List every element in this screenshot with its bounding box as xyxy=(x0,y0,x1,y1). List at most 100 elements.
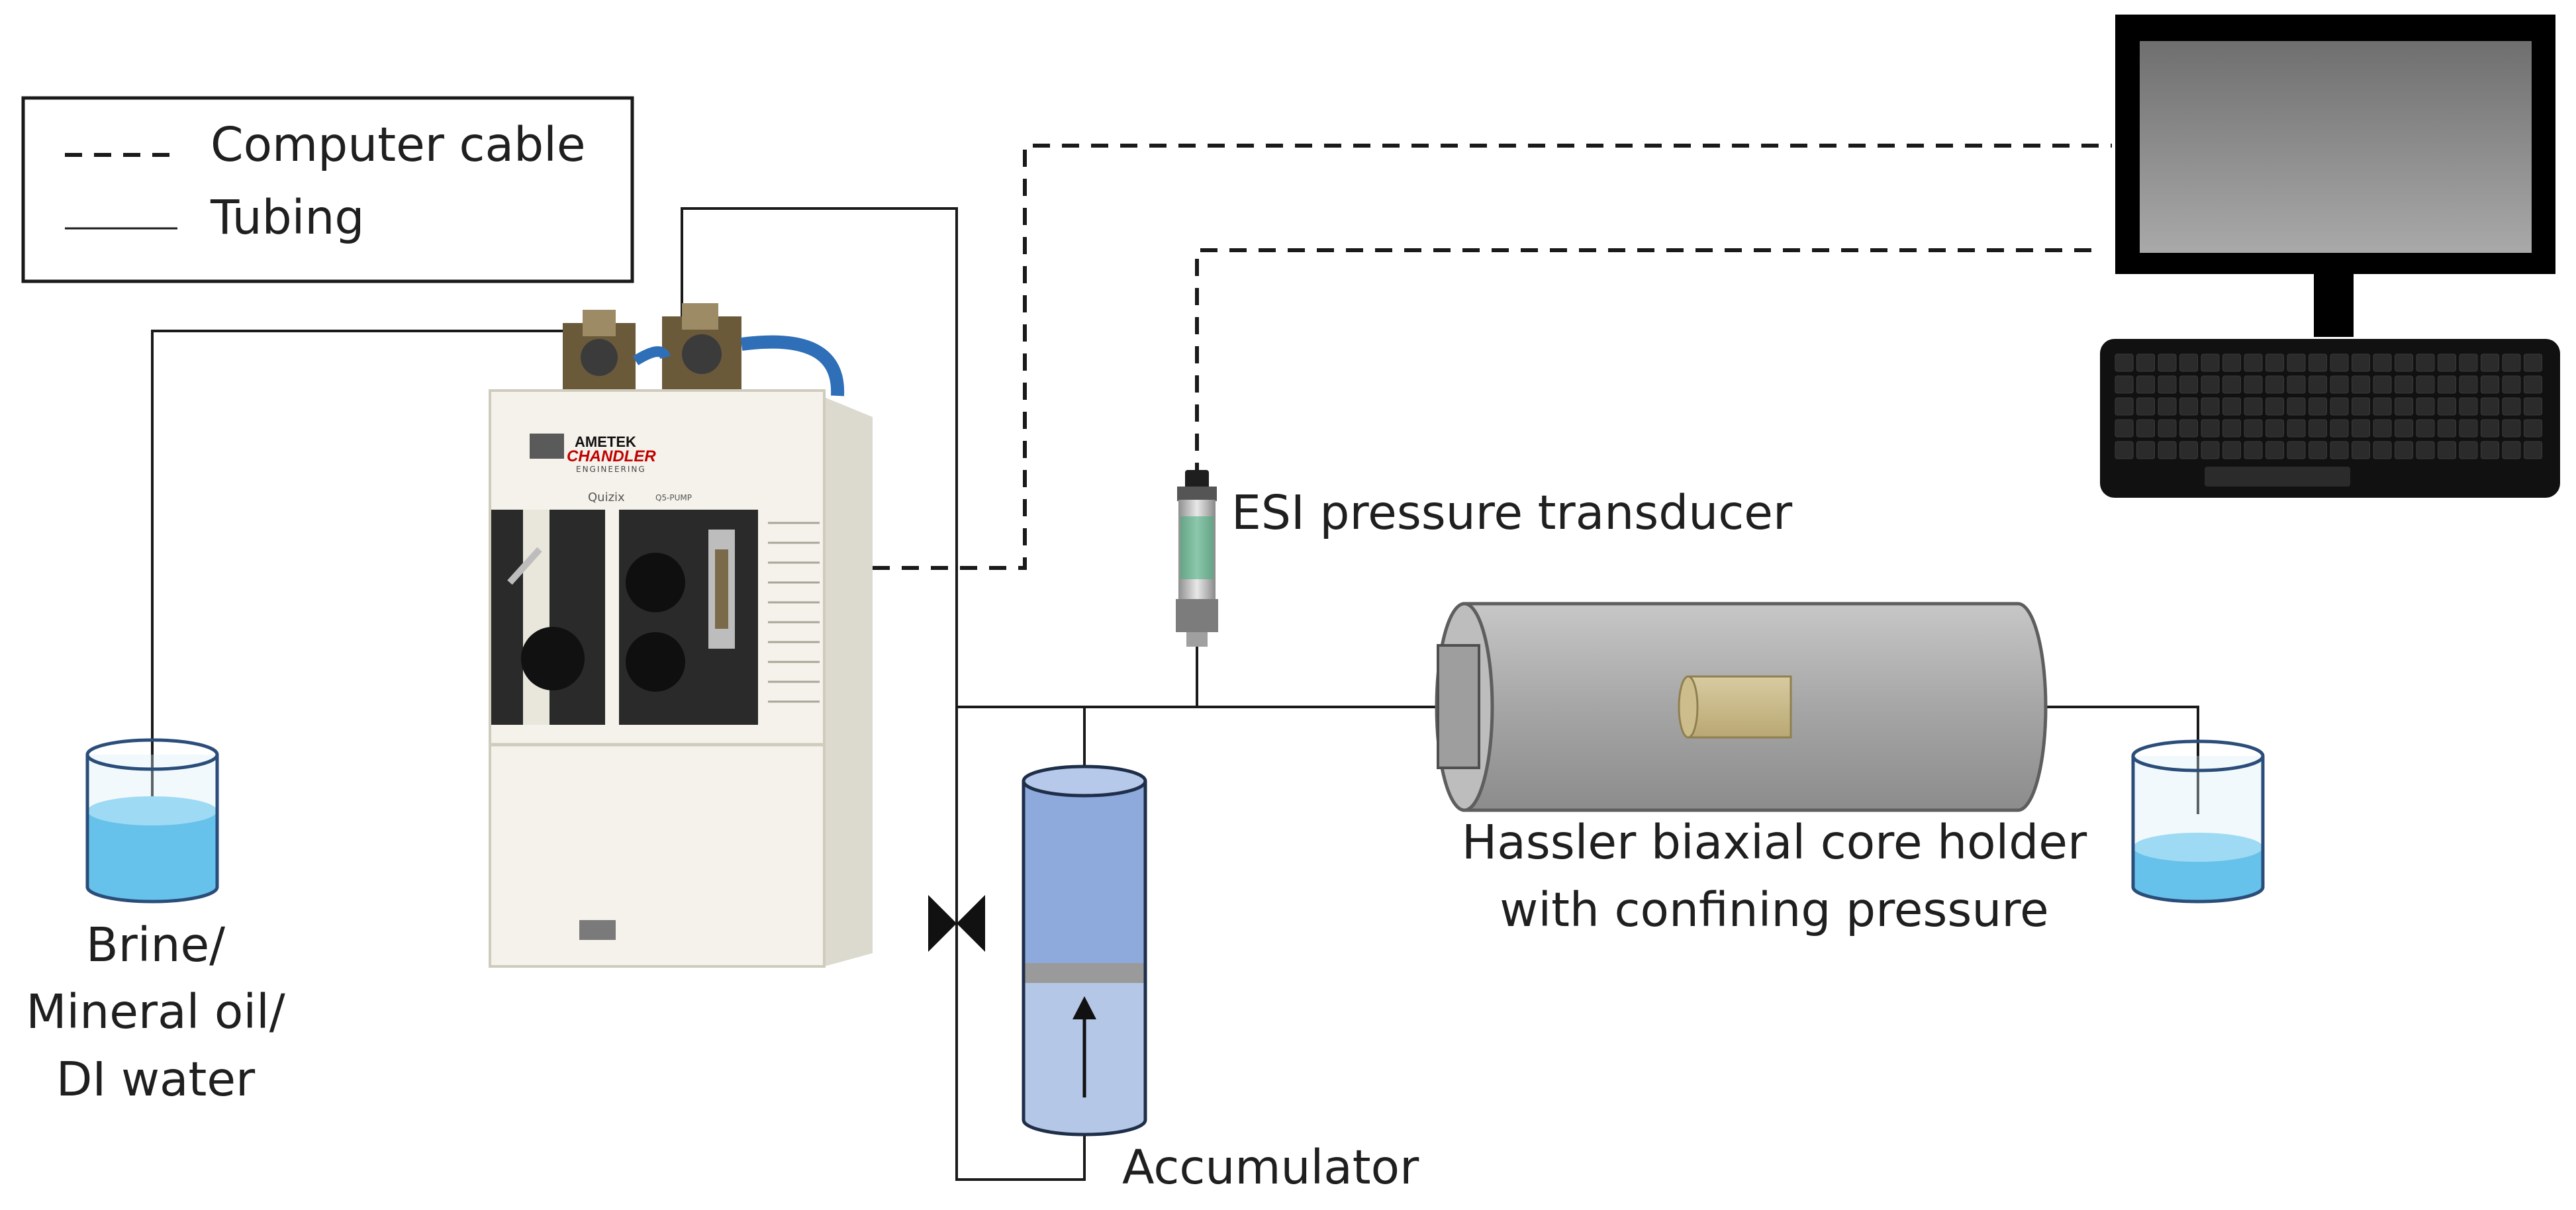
keyboard-key xyxy=(2352,397,2370,416)
keyboard-key xyxy=(2373,353,2392,372)
keyboard-key xyxy=(2416,419,2435,438)
keyboard-key xyxy=(2136,375,2155,394)
cable-pump-to-computer xyxy=(873,144,2112,570)
keyboard-key xyxy=(2502,375,2521,394)
keyboard-key xyxy=(2266,375,2284,394)
accumulator-icon xyxy=(1022,765,1147,1137)
keyboard-key xyxy=(2459,375,2478,394)
keyboard-key xyxy=(2158,419,2177,438)
tubing-pump-outlet xyxy=(681,207,1086,1181)
keyboard-key xyxy=(2438,419,2456,438)
keyboard-key xyxy=(2179,441,2198,459)
pump-brand-label: AMETEK xyxy=(575,434,636,450)
keyboard-key xyxy=(2309,353,2327,372)
keyboard-key xyxy=(2481,397,2499,416)
core-holder-label-2: with confining pressure xyxy=(1500,882,2049,937)
legend-box xyxy=(21,96,634,283)
source-label-3: DI water xyxy=(56,1052,256,1107)
keyboard-key xyxy=(2201,353,2220,372)
keyboard-key xyxy=(2459,353,2478,372)
keyboard-key xyxy=(2158,375,2177,394)
keyboard-key xyxy=(2352,419,2370,438)
pressure-transducer-icon xyxy=(1176,470,1218,647)
keyboard-key xyxy=(2222,441,2241,459)
keyboard-key xyxy=(2330,397,2349,416)
keyboard-key xyxy=(2438,441,2456,459)
pump-model-sub-label: Q5-PUMP xyxy=(655,493,692,502)
keyboard-key xyxy=(2395,397,2413,416)
keyboard-key xyxy=(2395,375,2413,394)
cable-transducer-to-computer xyxy=(1195,248,2100,480)
keyboard-key xyxy=(2438,375,2456,394)
keyboard-key xyxy=(2222,375,2241,394)
valve-icon xyxy=(928,895,985,952)
keyboard-key xyxy=(2416,397,2435,416)
keyboard-key xyxy=(2395,441,2413,459)
keyboard-key xyxy=(2158,353,2177,372)
keyboard-key xyxy=(2481,441,2499,459)
keyboard-key xyxy=(2287,375,2306,394)
keyboard-key xyxy=(2222,397,2241,416)
keyboard-key xyxy=(2136,397,2155,416)
keyboard-key xyxy=(2524,353,2542,372)
keyboard-key xyxy=(2481,353,2499,372)
keyboard-key xyxy=(2416,441,2435,459)
keyboard-key xyxy=(2438,353,2456,372)
beaker-icon xyxy=(85,738,219,904)
keyboard-key xyxy=(2309,419,2327,438)
keyboard-key xyxy=(2136,419,2155,438)
accumulator-label: Accumulator xyxy=(1122,1140,1419,1195)
keyboard-key xyxy=(2309,375,2327,394)
keyboard-key xyxy=(2502,441,2521,459)
keyboard-key xyxy=(2309,441,2327,459)
keyboard-key xyxy=(2115,441,2134,459)
core-holder-icon xyxy=(1435,602,2048,812)
pump-model-label: Quizix xyxy=(588,490,625,504)
keyboard-key xyxy=(2244,441,2263,459)
keyboard-key xyxy=(2222,419,2241,438)
keyboard-key xyxy=(2115,397,2134,416)
keyboard-key xyxy=(2266,397,2284,416)
keyboard-key xyxy=(2201,419,2220,438)
keyboard-key xyxy=(2244,397,2263,416)
legend-dashed-label: Computer cable xyxy=(211,117,586,172)
keyboard-key xyxy=(2524,397,2542,416)
keyboard-key xyxy=(2373,419,2392,438)
keyboard-key xyxy=(2179,397,2198,416)
keyboard-key xyxy=(2330,375,2349,394)
keyboard-key xyxy=(2201,375,2220,394)
keyboard-key xyxy=(2179,419,2198,438)
legend xyxy=(21,96,634,283)
keyboard-key xyxy=(2373,397,2392,416)
keyboard-key xyxy=(2287,397,2306,416)
source-label-2: Mineral oil/ xyxy=(26,984,285,1039)
tubing xyxy=(151,207,2199,1181)
keyboard-key xyxy=(2115,375,2134,394)
computer-cables xyxy=(873,144,2112,570)
keyboard-key xyxy=(2352,441,2370,459)
tubing-outlet-to-beaker xyxy=(2046,706,2199,814)
keyboard-key xyxy=(2158,441,2177,459)
pump-brand-label-2: CHANDLER xyxy=(567,447,656,465)
keyboard-key xyxy=(2244,353,2263,372)
keyboard-key xyxy=(2287,353,2306,372)
keyboard-key xyxy=(2330,441,2349,459)
keyboard-key xyxy=(2287,441,2306,459)
keyboard-key xyxy=(2416,353,2435,372)
keyboard-key xyxy=(2201,397,2220,416)
keyboard-key xyxy=(2481,419,2499,438)
keyboard-key xyxy=(2266,353,2284,372)
keyboard-key xyxy=(2524,375,2542,394)
keyboard-key xyxy=(2330,353,2349,372)
keyboard-key xyxy=(2395,353,2413,372)
beaker-icon xyxy=(2131,739,2265,904)
keyboard-icon xyxy=(2100,339,2560,498)
keyboard-key xyxy=(2416,375,2435,394)
core-holder-label-1: Hassler biaxial core holder xyxy=(1461,815,2087,870)
keyboard-key xyxy=(2524,419,2542,438)
keyboard-key xyxy=(2309,397,2327,416)
pump-icon xyxy=(489,303,873,968)
keyboard-key xyxy=(2352,353,2370,372)
